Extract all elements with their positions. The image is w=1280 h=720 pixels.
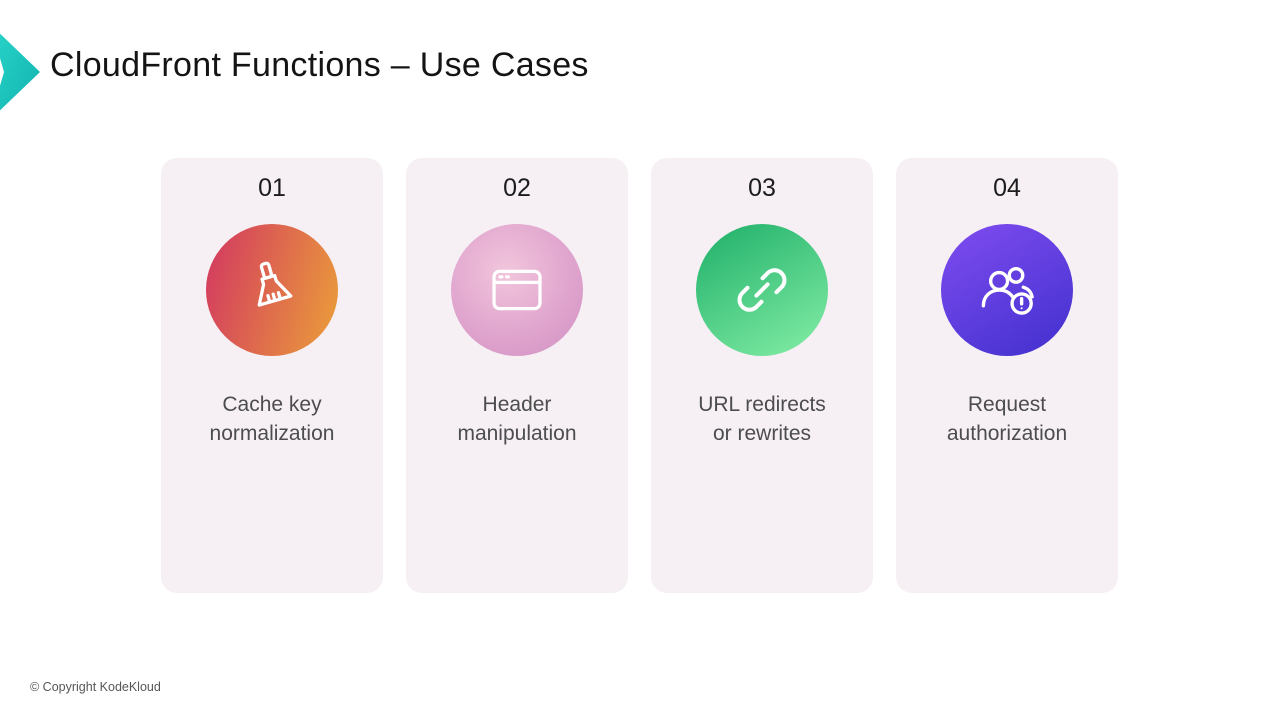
page-title: CloudFront Functions – Use Cases [50, 46, 589, 84]
chain-link-icon [737, 268, 787, 312]
users-alert-icon [981, 266, 1034, 315]
use-case-card-2: 02 Header manipulation [406, 158, 628, 593]
use-case-card-3: 03 URL redirects or rewrites [651, 158, 873, 593]
card-icon-circle [941, 224, 1073, 356]
copyright-footer: © Copyright KodeKloud [30, 680, 161, 694]
card-label: URL redirects or rewrites [698, 393, 826, 445]
card-number: 03 [748, 174, 776, 202]
card-number: 01 [258, 174, 286, 202]
use-case-card-4: 04 Request authorization [896, 158, 1118, 593]
card-icon-circle [451, 224, 583, 356]
card-label: Header manipulation [457, 393, 577, 445]
card-label: Cache key normalization [209, 393, 335, 445]
browser-window-icon [492, 269, 542, 311]
broom-icon [257, 261, 293, 307]
card-number: 04 [993, 174, 1021, 202]
card-icon-circle [206, 224, 338, 356]
card-number: 02 [503, 174, 531, 202]
card-label: Request authorization [946, 393, 1068, 445]
card-icon-circle [696, 224, 828, 356]
accent-chevron-decoration [0, 22, 42, 122]
chevron-icon [0, 33, 40, 111]
use-case-card-1: 01 Cache key normalization [161, 158, 383, 593]
use-case-cards: 01 Cache key normalization 02 [161, 158, 1118, 593]
